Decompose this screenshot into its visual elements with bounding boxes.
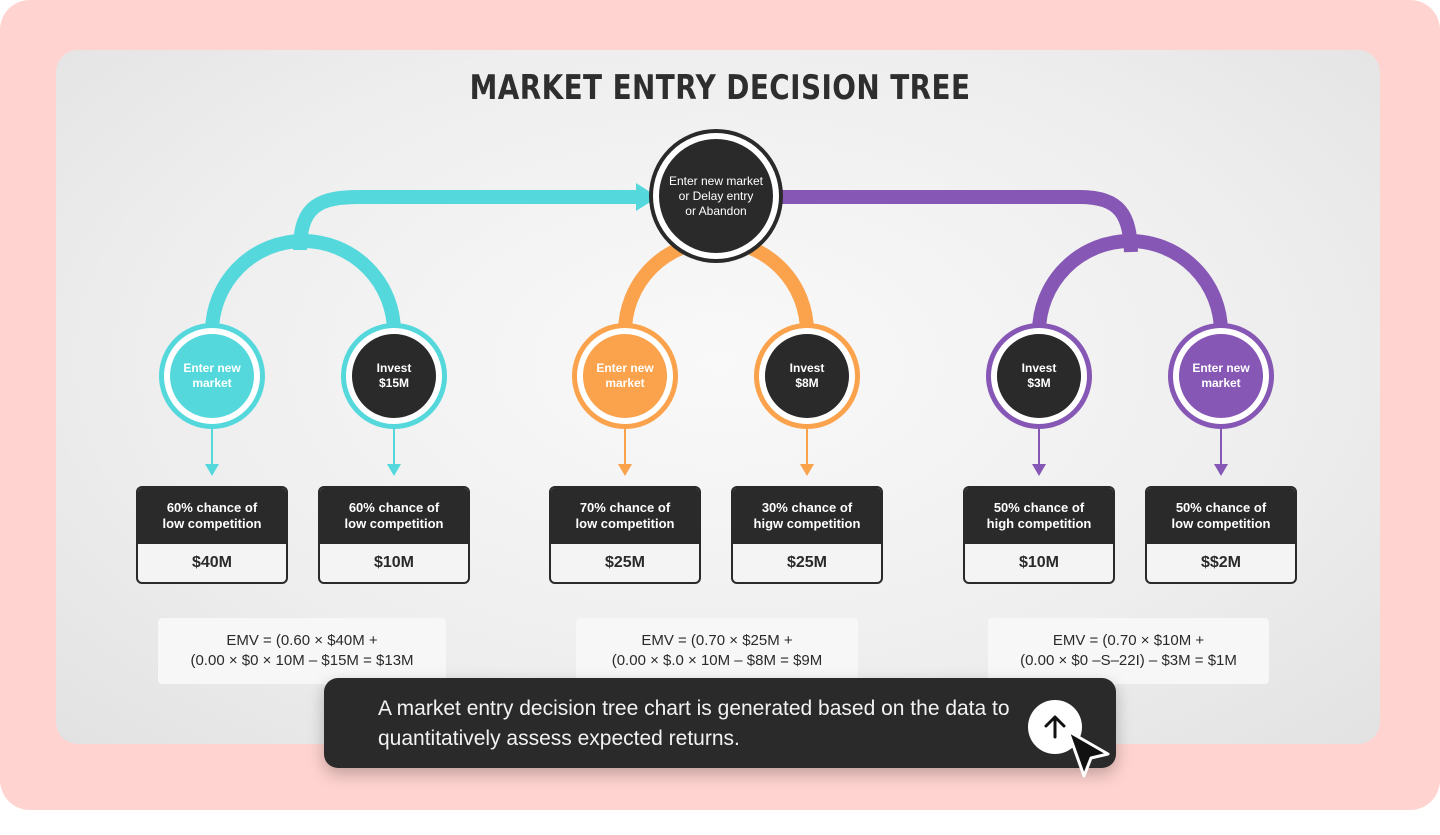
arrowhead-to-root: [636, 183, 658, 211]
outcome-value: $10M: [373, 554, 415, 571]
pointer-cursor-icon: [1066, 729, 1110, 778]
outcome-value: $$2M: [1200, 554, 1242, 571]
arrow-up-icon: [1044, 715, 1066, 739]
node-invest-3m: Invest $3M: [991, 328, 1087, 424]
node-enter-market-purple: Enter new market: [1173, 328, 1269, 424]
emv-formula-orange: EMV = (0.70 × $25M + (0.00 × $.0 × 10M –…: [576, 618, 858, 684]
outcome-probability: 60% chance of low competition: [320, 488, 468, 544]
outcome-value: $25M: [786, 554, 828, 571]
outcome-value: $40M: [191, 554, 233, 571]
outcome-probability: 50% chance of high competition: [965, 488, 1113, 544]
outcome-probability: 70% chance of low competition: [551, 488, 699, 544]
outcome-box: 30% chance of higw competition $25M: [731, 486, 883, 584]
outcome-value: $10M: [1018, 554, 1060, 571]
node-invest-8m: Invest $8M: [759, 328, 855, 424]
outcome-box: 60% chance of low competition $40M: [136, 486, 288, 584]
outcome-probability: 50% chance of low competition: [1147, 488, 1295, 544]
connector-purple-arc: [1032, 234, 1228, 333]
prompt-caption-bar: A market entry decision tree chart is ge…: [324, 678, 1116, 768]
down-arrows: [205, 420, 1228, 476]
outcome-probability: 60% chance of low competition: [138, 488, 286, 544]
emv-formula-teal: EMV = (0.60 × $40M + (0.00 × $0 × 10M – …: [158, 618, 446, 684]
outcome-box: 60% chance of low competition $10M: [318, 486, 470, 584]
outcome-box: 50% chance of high competition $10M: [963, 486, 1115, 584]
root-decision-node: Enter new market or Delay entry or Aband…: [653, 133, 779, 259]
caption-text: A market entry decision tree chart is ge…: [378, 697, 1010, 750]
emv-formula-purple: EMV = (0.70 × $10M + (0.00 × $0 –S–22I) …: [988, 618, 1269, 684]
node-enter-market-teal: Enter new market: [164, 328, 260, 424]
connector-teal-top: [293, 190, 640, 251]
diagram-title: MARKET ENTRY DECISION TREE: [469, 68, 971, 108]
connector-purple-top: [779, 190, 1138, 253]
outcome-box: 70% chance of low competition $25M: [549, 486, 701, 584]
node-enter-market-orange: Enter new market: [577, 328, 673, 424]
outcome-value: $25M: [604, 554, 646, 571]
outcome-box: 50% chance of low competition $$2M: [1145, 486, 1297, 584]
connector-teal-arc: [205, 234, 401, 333]
outcome-probability: 30% chance of higw competition: [733, 488, 881, 544]
node-invest-15m: Invest $15M: [346, 328, 442, 424]
